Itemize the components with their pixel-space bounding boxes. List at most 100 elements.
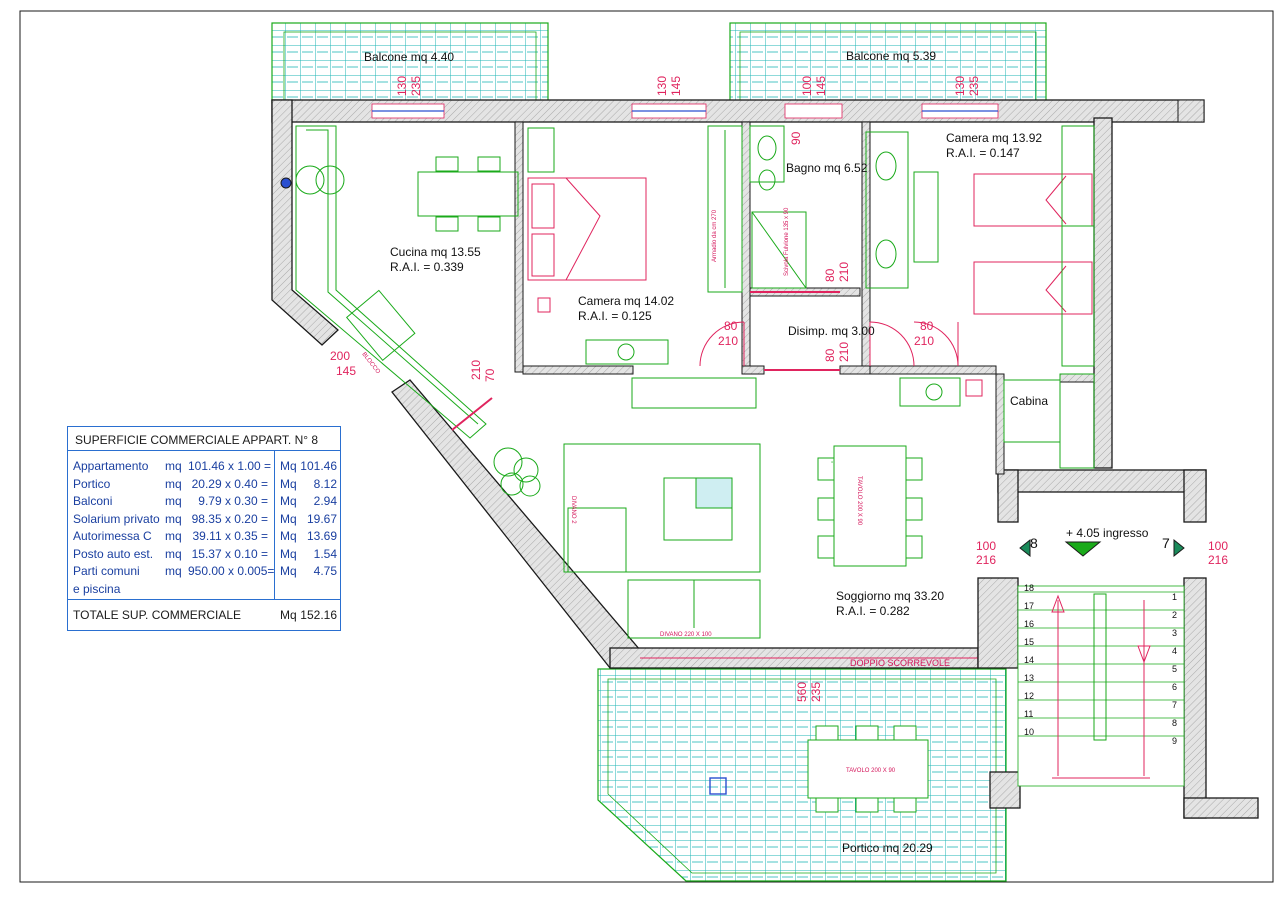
row-unit-2: Mq xyxy=(280,546,297,561)
label-divano: DIVANO 220 X 100 xyxy=(660,632,712,638)
row-value: 19.67 xyxy=(306,511,337,526)
label-tavolo-soggiorno: TAVOLO 200 X 90 xyxy=(856,476,862,526)
kitchen-table xyxy=(417,156,519,232)
row-value: 1.54 xyxy=(313,546,337,561)
stair-step-label: 11 xyxy=(1024,709,1033,719)
dim-d13-top: 560 xyxy=(795,682,809,702)
row-name: e piscina xyxy=(73,581,121,596)
stair-step-label: 17 xyxy=(1024,601,1034,611)
row-calc: 101.46 x 1.00 = xyxy=(188,459,272,473)
doors xyxy=(451,291,959,431)
stair-step-label: 9 xyxy=(1172,736,1177,746)
stair-step-label: 5 xyxy=(1172,664,1177,674)
stair-step-label: 12 xyxy=(1024,691,1034,701)
dim-d8-bottom: 210 xyxy=(914,334,934,348)
table-row: Portico mq 20.29 x 0.40 = Mq 8.12 xyxy=(68,475,340,493)
wardrobe xyxy=(707,125,939,293)
stair-numbers: 18 17 16 15 14 13 12 11 10 1 2 3 4 5 6 7… xyxy=(1024,583,1177,746)
row-name: Appartamento xyxy=(73,459,149,473)
label-balcone-2: Balcone mq 5.39 xyxy=(846,49,936,63)
row-unit: mq xyxy=(165,529,182,543)
stair-step-label: 1 xyxy=(1172,592,1177,602)
summary-table: SUPERFICIE COMMERCIALE APPART. N° 8 Appa… xyxy=(67,426,341,631)
table-row: Appartamento mq 101.46 x 1.00 = Mq 101.4… xyxy=(68,457,340,475)
row-unit-2: Mq xyxy=(280,459,297,473)
balcone-left xyxy=(271,22,549,104)
summary-title: SUPERFICIE COMMERCIALE APPART. N° 8 xyxy=(68,427,340,451)
dim-d10-bottom: 210 xyxy=(469,360,483,380)
staircase xyxy=(1017,585,1185,787)
level-marker-icon xyxy=(1064,541,1102,557)
drawing-frame xyxy=(19,10,1274,883)
table-row: Solarium privato mq 98.35 x 0.20 = Mq 19… xyxy=(68,510,340,528)
row-name: Parti comuni xyxy=(73,564,140,578)
dim-d3-bottom: 145 xyxy=(814,76,828,96)
row-unit: mq xyxy=(165,476,182,491)
stair-step-label: 15 xyxy=(1024,637,1034,647)
label-balcone-1: Balcone mq 4.40 xyxy=(364,50,454,64)
living-furniture xyxy=(563,377,983,639)
total-label: TOTALE SUP. COMMERCIALE xyxy=(73,608,242,622)
total-value: 152.16 xyxy=(300,608,337,622)
label-camera-2: Camera mq 13.92 xyxy=(946,131,1042,145)
row-name: Autorimessa C xyxy=(73,529,152,543)
dim-d12-top: 100 xyxy=(1208,539,1228,553)
dim-d9-top: 200 xyxy=(330,349,350,363)
row-value: 4.75 xyxy=(313,564,337,578)
row-value: 13.69 xyxy=(306,529,337,543)
row-calc: 9.79 x 0.30 = xyxy=(198,494,268,508)
summary-rows: Appartamento mq 101.46 x 1.00 = Mq 101.4… xyxy=(68,457,340,597)
dim-d11-bottom: 216 xyxy=(976,553,996,567)
row-calc: 98.35 x 0.20 = xyxy=(191,511,268,526)
dim-d5-top: 80 xyxy=(823,268,837,282)
label-disimpegno: Disimp. mq 3.00 xyxy=(788,324,875,338)
label-divano-2: DIVANO 2 xyxy=(570,496,576,524)
dim-d1-bottom: 235 xyxy=(409,76,423,96)
dim-d5-bottom: 210 xyxy=(837,262,851,282)
label-tavolo-portico: TAVOLO 200 X 90 xyxy=(846,768,896,774)
row-name: Solarium privato xyxy=(73,511,160,526)
row-value: 2.94 xyxy=(313,494,337,508)
total-unit: Mq xyxy=(280,608,297,622)
table-row: Balconi mq 9.79 x 0.30 = Mq 2.94 xyxy=(68,492,340,510)
dim-d13-bottom: 235 xyxy=(809,682,823,702)
label-camera-2-rai: R.A.I. = 0.147 xyxy=(946,146,1020,160)
stair-step-label: 10 xyxy=(1024,727,1034,737)
row-unit: mq xyxy=(165,564,182,578)
label-camera-1: Camera mq 14.02 xyxy=(578,294,674,308)
row-value: 8.12 xyxy=(313,476,337,491)
label-cucina-rai: R.A.I. = 0.339 xyxy=(390,260,464,274)
kitchen-counter xyxy=(280,125,487,439)
label-doccia: Scivola Fulvione 135 x 90 xyxy=(784,207,790,276)
portico-table xyxy=(709,725,929,813)
dim-d3-top: 100 xyxy=(800,76,814,96)
label-cucina: Cucina mq 13.55 xyxy=(390,245,481,259)
row-calc: 950.00 x 0.005= xyxy=(188,564,275,578)
row-unit-2: Mq xyxy=(280,511,297,526)
row-calc: 20.29 x 0.40 = xyxy=(191,476,268,491)
row-unit: mq xyxy=(165,494,182,508)
balcone-right xyxy=(729,22,1047,104)
dim-d9-bottom: 145 xyxy=(336,364,356,378)
summary-divider xyxy=(274,451,275,599)
dim-d2-top: 130 xyxy=(655,76,669,96)
row-name: Posto auto est. xyxy=(73,546,154,561)
dim-d12-bottom: 216 xyxy=(1208,553,1228,567)
dim-d7-bottom: 210 xyxy=(718,334,738,348)
portico xyxy=(597,668,1007,882)
label-section-8: 8 xyxy=(1030,535,1038,551)
dim-d6-top: 80 xyxy=(823,348,837,362)
beds-camera-2 xyxy=(973,125,1095,469)
stair-step-label: 8 xyxy=(1172,718,1177,728)
stair-step-label: 2 xyxy=(1172,610,1177,620)
row-name: Balconi xyxy=(73,494,113,508)
label-armadio: Armadio da cm 270 xyxy=(712,209,718,262)
stair-step-label: 16 xyxy=(1024,619,1034,629)
bed-camera-1 xyxy=(527,127,669,365)
label-soggiorno: Soggiorno mq 33.20 xyxy=(836,589,944,603)
stair-step-label: 4 xyxy=(1172,646,1177,656)
exterior-walls xyxy=(271,99,1259,819)
plant-icon xyxy=(493,447,541,497)
section-marker-8 xyxy=(1019,538,1031,558)
